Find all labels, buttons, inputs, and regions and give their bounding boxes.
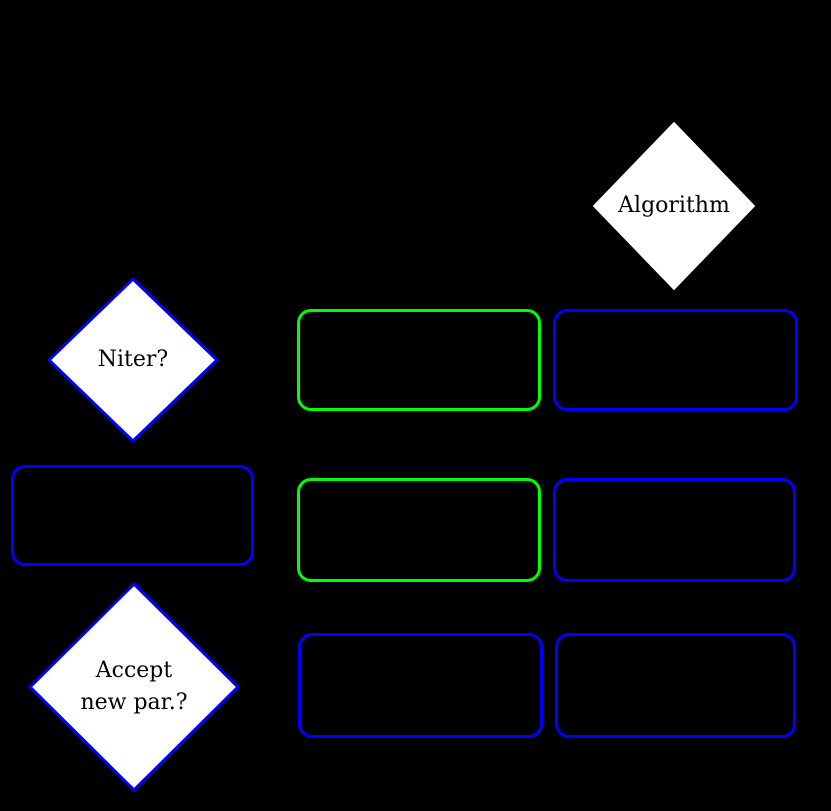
algorithm-diamond-shape <box>591 120 757 292</box>
box-top-middle-green <box>297 309 541 411</box>
algorithm-label: Algorithm <box>618 193 730 219</box>
accept-new-par-diamond-polygon <box>28 582 240 792</box>
box-bottom-middle-blue <box>298 633 543 738</box>
algorithm-diamond-polygon <box>591 120 757 292</box>
niter-label: Niter? <box>97 347 169 373</box>
niter-diamond: Niter? <box>47 277 219 443</box>
accept-new-par-label: Accept new par.? <box>80 658 188 715</box>
niter-diamond-shape <box>47 277 219 443</box>
box-bottom-right-blue <box>555 633 796 738</box>
algorithm-diamond: Algorithm <box>590 119 758 293</box>
niter-diamond-polygon <box>47 277 219 443</box>
box-middle-left-blue <box>11 465 254 566</box>
box-middle-middle-green <box>297 478 541 582</box>
accept-new-par-diamond-shape <box>28 582 240 792</box>
box-top-right-blue <box>553 309 798 411</box>
accept-new-par-diamond: Accept new par.? <box>28 582 240 792</box>
box-middle-right-blue <box>553 478 796 582</box>
